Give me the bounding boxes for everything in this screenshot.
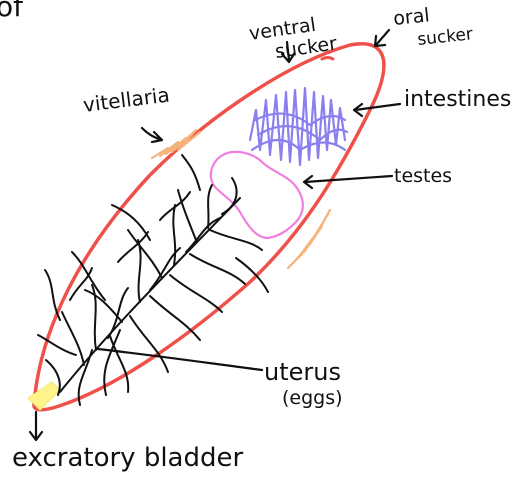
testes-label: testes bbox=[394, 165, 452, 187]
vitellaria-left bbox=[152, 130, 200, 158]
intestines-arrow bbox=[354, 104, 400, 116]
vitellaria-label: vitellaria bbox=[82, 83, 171, 117]
oral-sucker-arrow bbox=[375, 30, 389, 46]
vitellaria-arrow bbox=[142, 128, 162, 142]
vitellaria-right bbox=[288, 210, 330, 268]
uterus-label-line2: (eggs) bbox=[282, 387, 343, 409]
oral-sucker-label-line2: sucker bbox=[416, 24, 473, 50]
intestines-label: intestines bbox=[404, 87, 511, 112]
intestines bbox=[250, 88, 347, 165]
uterus-label-line1: uterus bbox=[264, 358, 341, 386]
oral-sucker bbox=[322, 58, 333, 60]
top-partial-text: of bbox=[0, 0, 24, 23]
testes-arrow bbox=[304, 176, 392, 188]
excretory-bladder-label: excratory bladder bbox=[12, 443, 243, 473]
oral-sucker-label-line1: oral bbox=[392, 4, 430, 30]
testes bbox=[211, 152, 303, 238]
excretory-arrow bbox=[30, 412, 42, 440]
